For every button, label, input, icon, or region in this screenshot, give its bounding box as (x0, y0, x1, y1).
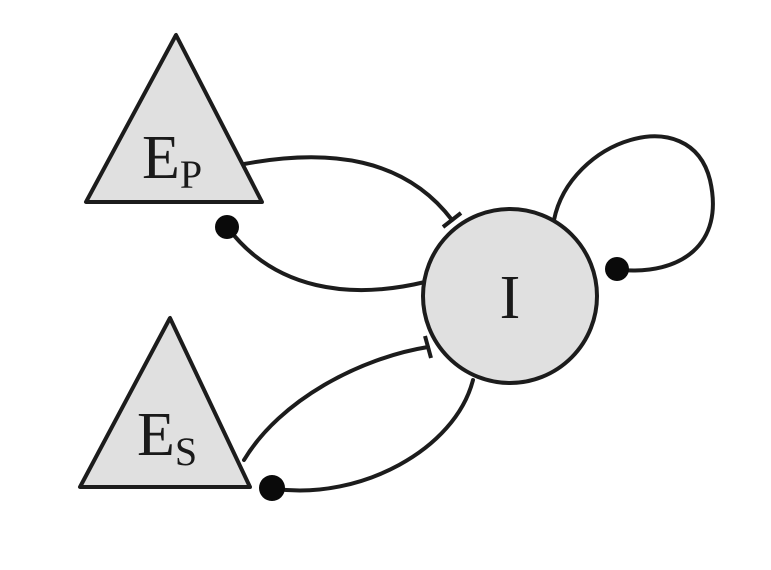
node-es-label: ES (137, 401, 197, 474)
node-ep-label-main: E (142, 124, 180, 192)
edge-i-self-loop-dot-terminal (605, 257, 629, 281)
node-es-triangle (78, 316, 252, 489)
node-es: ES (78, 316, 252, 489)
edge-i-self-loop (552, 134, 715, 273)
edge-i-to-ep-dot-terminal (215, 215, 239, 239)
node-es-label-sub: S (175, 429, 197, 474)
node-i: I (421, 207, 599, 385)
node-ep-label: EP (142, 124, 202, 197)
node-es-label-main: E (137, 401, 175, 469)
node-i-label: I (500, 264, 521, 332)
node-ep-triangle (84, 33, 264, 204)
edge-i-to-es-dot-terminal (259, 475, 285, 501)
edge-i-to-ep (226, 226, 427, 292)
edge-ep-to-i (242, 155, 454, 222)
edge-ep-to-i-bar-terminal (441, 211, 463, 229)
node-ep-label-sub: P (180, 152, 202, 197)
node-ep: EP (84, 33, 264, 204)
edge-es-to-i (242, 345, 430, 462)
edge-i-to-es (274, 378, 475, 493)
edge-es-to-i-bar-terminal (423, 335, 433, 359)
node-i-circle (421, 207, 599, 385)
